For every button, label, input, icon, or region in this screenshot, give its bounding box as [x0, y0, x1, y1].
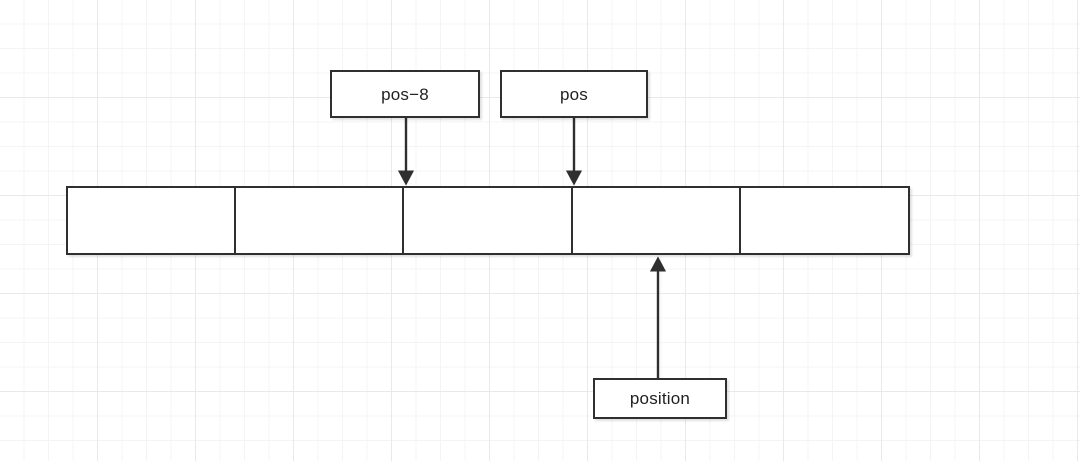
box-pos-minus-8-label: pos−8: [381, 84, 429, 104]
box-pos-minus-8[interactable]: pos−8: [330, 70, 480, 118]
array-cell[interactable]: [572, 188, 741, 253]
box-pos-label: pos: [559, 84, 588, 104]
box-position-label: position: [629, 389, 691, 408]
array-cell[interactable]: [68, 188, 237, 253]
array-cell[interactable]: [236, 188, 405, 253]
memory-array[interactable]: [66, 186, 910, 255]
box-position[interactable]: position: [593, 378, 727, 419]
array-cell[interactable]: [404, 188, 573, 253]
box-pos[interactable]: pos: [500, 70, 648, 118]
array-cell[interactable]: [740, 188, 909, 253]
